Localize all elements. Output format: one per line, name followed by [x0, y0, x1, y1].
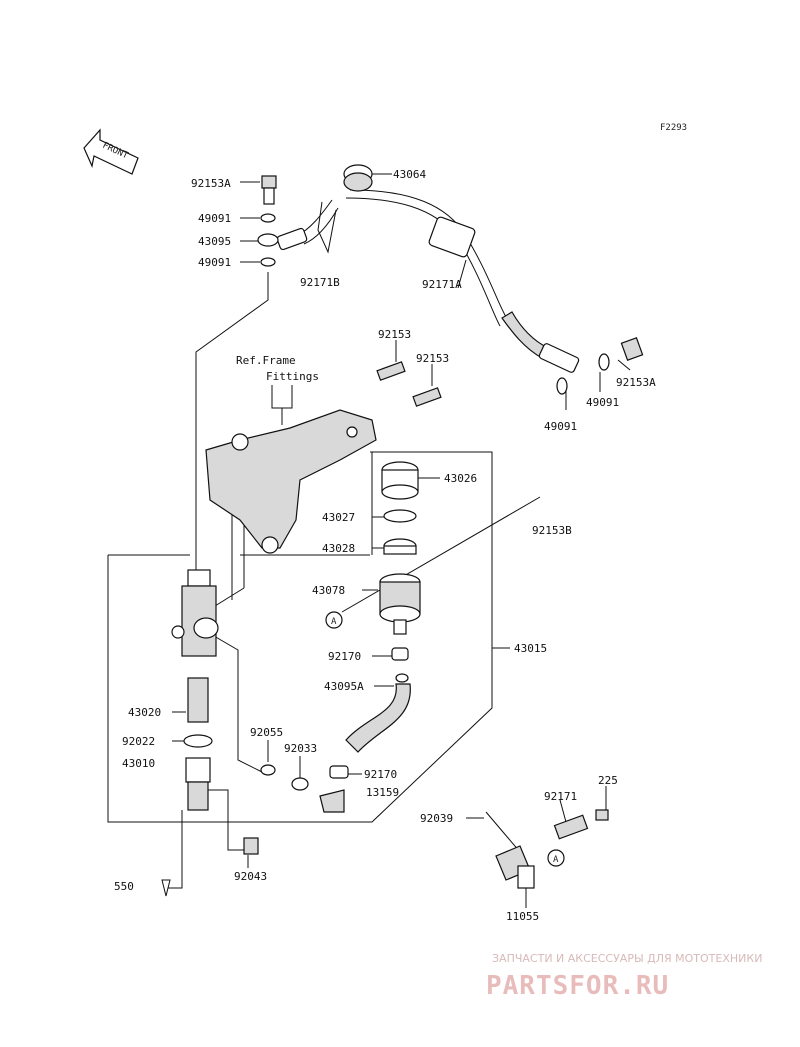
part-label-92153B: 92153B: [532, 524, 572, 537]
part-label-92153: 92153: [378, 328, 411, 341]
part-label-550: 550: [114, 880, 134, 893]
right-banjo-stack: [556, 337, 644, 395]
part-label-49091: 49091: [544, 420, 577, 433]
svg-text:A: A: [553, 855, 559, 865]
part-label-49091: 49091: [198, 256, 231, 269]
watermark-tagline: ЗАПЧАСТИ И АКСЕССУАРЫ ДЛЯ МОТОТЕХНИКИ: [492, 952, 762, 965]
lower-fittings: [260, 764, 349, 813]
part-label-92153A: 92153A: [191, 177, 231, 190]
part-label-92033: 92033: [284, 742, 317, 755]
ref-note-line-1: Ref.Frame: [236, 354, 296, 367]
part-label-92171A: 92171A: [422, 278, 462, 291]
ref-note-line-2: Fittings: [266, 370, 319, 383]
part-label-43020: 43020: [128, 706, 161, 719]
svg-text:A: A: [331, 617, 337, 627]
part-label-92022: 92022: [122, 735, 155, 748]
part-label-43027: 43027: [322, 511, 355, 524]
part-label-43026: 43026: [444, 472, 477, 485]
part-label-92171: 92171: [544, 790, 577, 803]
clutch-hose: [276, 189, 580, 373]
part-label-92055: 92055: [250, 726, 283, 739]
part-label-43064: 43064: [393, 168, 426, 181]
part-label-43028: 43028: [322, 542, 355, 555]
part-label-92170: 92170: [328, 650, 361, 663]
part-label-92170: 92170: [364, 768, 397, 781]
part-label-43095: 43095: [198, 235, 231, 248]
part-label-43095A: 43095A: [324, 680, 364, 693]
bolts-92153: [376, 361, 442, 407]
front-arrow-icon: FRONT: [83, 128, 139, 175]
callout-a-2: A: [547, 849, 565, 867]
reservoir-stack: [345, 461, 421, 753]
part-label-43078: 43078: [312, 584, 345, 597]
part-label-92153A: 92153A: [616, 376, 656, 389]
part-label-92039: 92039: [420, 812, 453, 825]
banjo-bolt-stack: [257, 175, 279, 267]
part-label-11055: 11055: [506, 910, 539, 923]
part-label-49091: 49091: [586, 396, 619, 409]
part-label-49091: 49091: [198, 212, 231, 225]
part-label-43015: 43015: [514, 642, 547, 655]
part-label-92171B: 92171B: [300, 276, 340, 289]
watermark-logo: PARTSFOR.RU: [486, 971, 669, 1001]
callout-a-1: A: [325, 611, 343, 629]
part-label-92043: 92043: [234, 870, 267, 883]
part-label-225: 225: [598, 774, 618, 787]
part-label-92153: 92153: [416, 352, 449, 365]
hose-clamp-92171A: [428, 216, 476, 258]
master-cylinder: [161, 569, 259, 897]
clamp-92171B: [317, 201, 337, 254]
grommet-43064: [343, 164, 373, 192]
part-label-43010: 43010: [122, 757, 155, 770]
switch-assembly: [485, 809, 609, 889]
part-label-13159: 13159: [366, 786, 399, 799]
diagram-code: F2293: [660, 123, 687, 133]
frame-bracket: [205, 409, 377, 554]
